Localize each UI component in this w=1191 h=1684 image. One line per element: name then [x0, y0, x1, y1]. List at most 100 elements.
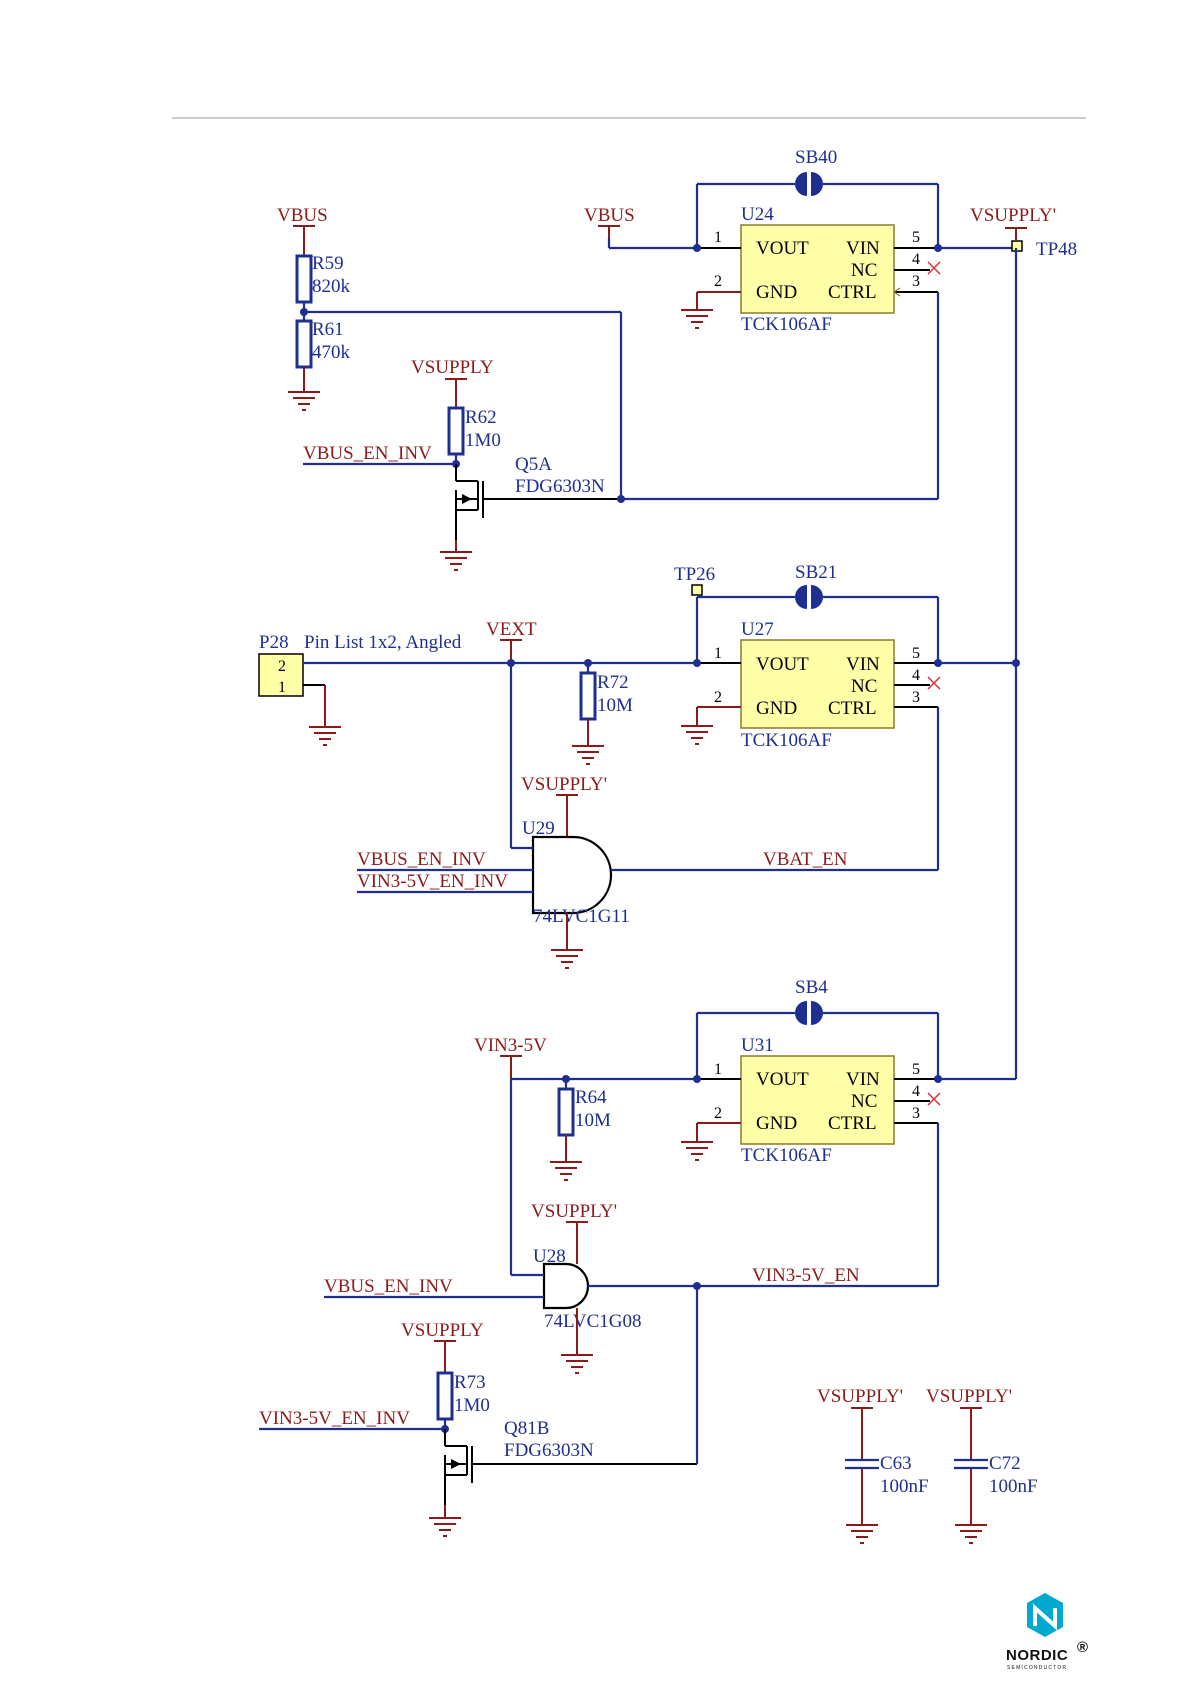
solder-bridge-sb40: SB40: [697, 147, 938, 196]
capacitor-c63: VSUPPLY' C63 100nF: [817, 1386, 929, 1544]
svg-text:VIN3-5V_EN: VIN3-5V_EN: [752, 1265, 860, 1286]
capacitor-c72: VSUPPLY' C72 100nF: [926, 1386, 1038, 1544]
svg-text:U31: U31: [741, 1035, 774, 1056]
svg-text:CTRL: CTRL: [828, 698, 877, 719]
svg-text:CTRL: CTRL: [828, 1113, 877, 1134]
svg-text:U28: U28: [533, 1246, 566, 1267]
svg-text:FDG6303N: FDG6303N: [515, 476, 605, 497]
svg-text:3: 3: [912, 1105, 920, 1122]
svg-text:Q5A: Q5A: [515, 454, 552, 475]
svg-text:GND: GND: [756, 698, 797, 719]
svg-text:U29: U29: [522, 818, 555, 839]
svg-text:TCK106AF: TCK106AF: [741, 730, 832, 751]
solder-bridge-sb4: SB4: [697, 977, 938, 1025]
svg-text:VBAT_EN: VBAT_EN: [763, 849, 848, 870]
net-vsupply-r62: VSUPPLY: [411, 357, 494, 378]
svg-text:VSUPPLY': VSUPPLY': [531, 1201, 617, 1222]
svg-text:Q81B: Q81B: [504, 1418, 549, 1439]
ldo-u24-gnd: GND: [756, 282, 797, 303]
svg-text:Pin List 1x2, Angled: Pin List 1x2, Angled: [304, 632, 462, 653]
svg-text:3: 3: [912, 273, 920, 290]
tp48-ref: TP48: [1036, 239, 1077, 260]
svg-text:SB40: SB40: [795, 147, 837, 168]
ldo-u31: U31 VOUT VIN NC GND CTRL TCK106AF 1 2 5 …: [697, 1035, 941, 1166]
ldo-u24-vout: VOUT: [756, 238, 809, 259]
svg-text:5: 5: [912, 645, 920, 662]
svg-text:NORDIC: NORDIC: [1006, 1647, 1068, 1664]
ldo-u31-body: [740, 1055, 895, 1145]
svg-text:R72: R72: [597, 672, 629, 693]
svg-text:1: 1: [278, 679, 286, 696]
svg-text:P28: P28: [259, 632, 289, 653]
svg-text:®: ®: [1077, 1639, 1089, 1656]
svg-text:4: 4: [912, 667, 920, 684]
svg-text:2: 2: [714, 273, 722, 290]
svg-text:2: 2: [714, 689, 722, 706]
svg-text:NC: NC: [851, 1091, 877, 1112]
ldo-u24-nc: NC: [851, 260, 877, 281]
net-vin3-5v: VIN3-5V: [474, 1035, 547, 1056]
and-gate-u29: VSUPPLY' U29 74LVC1G11 VBUS_EN_INV VIN3-…: [357, 663, 940, 969]
svg-text:VOUT: VOUT: [756, 1069, 809, 1090]
svg-text:5: 5: [912, 229, 920, 246]
svg-text:VIN3-5V_EN_INV: VIN3-5V_EN_INV: [357, 871, 508, 892]
svg-text:VSUPPLY': VSUPPLY': [521, 774, 607, 795]
svg-text:74LVC1G11: 74LVC1G11: [533, 906, 630, 927]
svg-text:VIN: VIN: [846, 654, 880, 675]
svg-text:100nF: 100nF: [880, 1476, 929, 1497]
svg-text:FDG6303N: FDG6303N: [504, 1440, 594, 1461]
svg-text:R59: R59: [312, 253, 344, 274]
ldo-u24-ref: U24: [741, 204, 774, 225]
svg-text:470k: 470k: [312, 342, 351, 363]
svg-text:4: 4: [912, 1083, 920, 1100]
svg-text:1: 1: [714, 645, 722, 662]
svg-text:VOUT: VOUT: [756, 654, 809, 675]
svg-text:TCK106AF: TCK106AF: [741, 1145, 832, 1166]
svg-text:SEMICONDUCTOR: SEMICONDUCTOR: [1007, 1665, 1067, 1671]
and-gate-u28: VSUPPLY' U28 74LVC1G08 VBUS_EN_INV VIN3-…: [324, 1079, 940, 1374]
solder-bridge-sb21: SB21: [697, 562, 938, 609]
svg-text:1M0: 1M0: [454, 1395, 490, 1416]
svg-text:VBUS_EN_INV: VBUS_EN_INV: [324, 1276, 453, 1297]
svg-text:3: 3: [912, 689, 920, 706]
resistor-r64: R64 10M: [549, 1079, 611, 1181]
svg-text:1M0: 1M0: [465, 430, 501, 451]
divider-r59-r61: VBUS R59 820k R61 470k: [277, 205, 623, 499]
svg-text:2: 2: [714, 1105, 722, 1122]
svg-text:C63: C63: [880, 1453, 912, 1474]
net-vext: VEXT: [486, 619, 537, 640]
nordic-logo: NORDIC ® SEMICONDUCTOR: [1006, 1593, 1089, 1671]
svg-text:4: 4: [912, 251, 920, 268]
svg-text:74LVC1G08: 74LVC1G08: [544, 1311, 641, 1332]
ldo-u24-ctrl: CTRL: [828, 282, 877, 303]
ldo-u24-vin: VIN: [846, 238, 880, 259]
svg-text:R64: R64: [575, 1087, 607, 1108]
svg-text:VIN: VIN: [846, 1069, 880, 1090]
svg-text:R62: R62: [465, 407, 497, 428]
mosfet-q81b: VSUPPLY R73 1M0 VIN3-5V_EN_INV Q81B FDG6…: [259, 1320, 697, 1537]
connector-p28: P28 Pin List 1x2, Angled 2 1: [258, 632, 697, 746]
svg-text:GND: GND: [756, 1113, 797, 1134]
ldo-u24: U24 VOUT VIN NC GND CTRL TCK106AF 1 2 5 …: [697, 204, 941, 335]
svg-text:1: 1: [714, 229, 722, 246]
tp26-pad: [691, 584, 703, 596]
svg-text:R73: R73: [454, 1372, 486, 1393]
svg-text:NC: NC: [851, 676, 877, 697]
net-vbus-divider: VBUS: [277, 205, 328, 226]
svg-text:10M: 10M: [597, 695, 633, 716]
svg-text:2: 2: [278, 658, 286, 675]
net-vsupply-p-top: VSUPPLY': [970, 205, 1056, 226]
resistor-r72: R72 10M: [571, 663, 633, 765]
ldo-u24-part: TCK106AF: [741, 314, 832, 335]
svg-text:VSUPPLY': VSUPPLY': [926, 1386, 1012, 1407]
svg-text:U27: U27: [741, 619, 774, 640]
tp26-ref: TP26: [674, 564, 715, 585]
net-vbus-u24: VBUS: [584, 205, 635, 226]
net-vbus-en-inv-q5a: VBUS_EN_INV: [303, 443, 432, 464]
svg-text:1: 1: [714, 1061, 722, 1078]
svg-text:R61: R61: [312, 319, 344, 340]
ldo-u27: U27 VOUT VIN NC GND CTRL TCK106AF 1 2 5 …: [697, 619, 941, 751]
svg-text:C72: C72: [989, 1453, 1021, 1474]
ldo-u27-body: [740, 639, 895, 729]
